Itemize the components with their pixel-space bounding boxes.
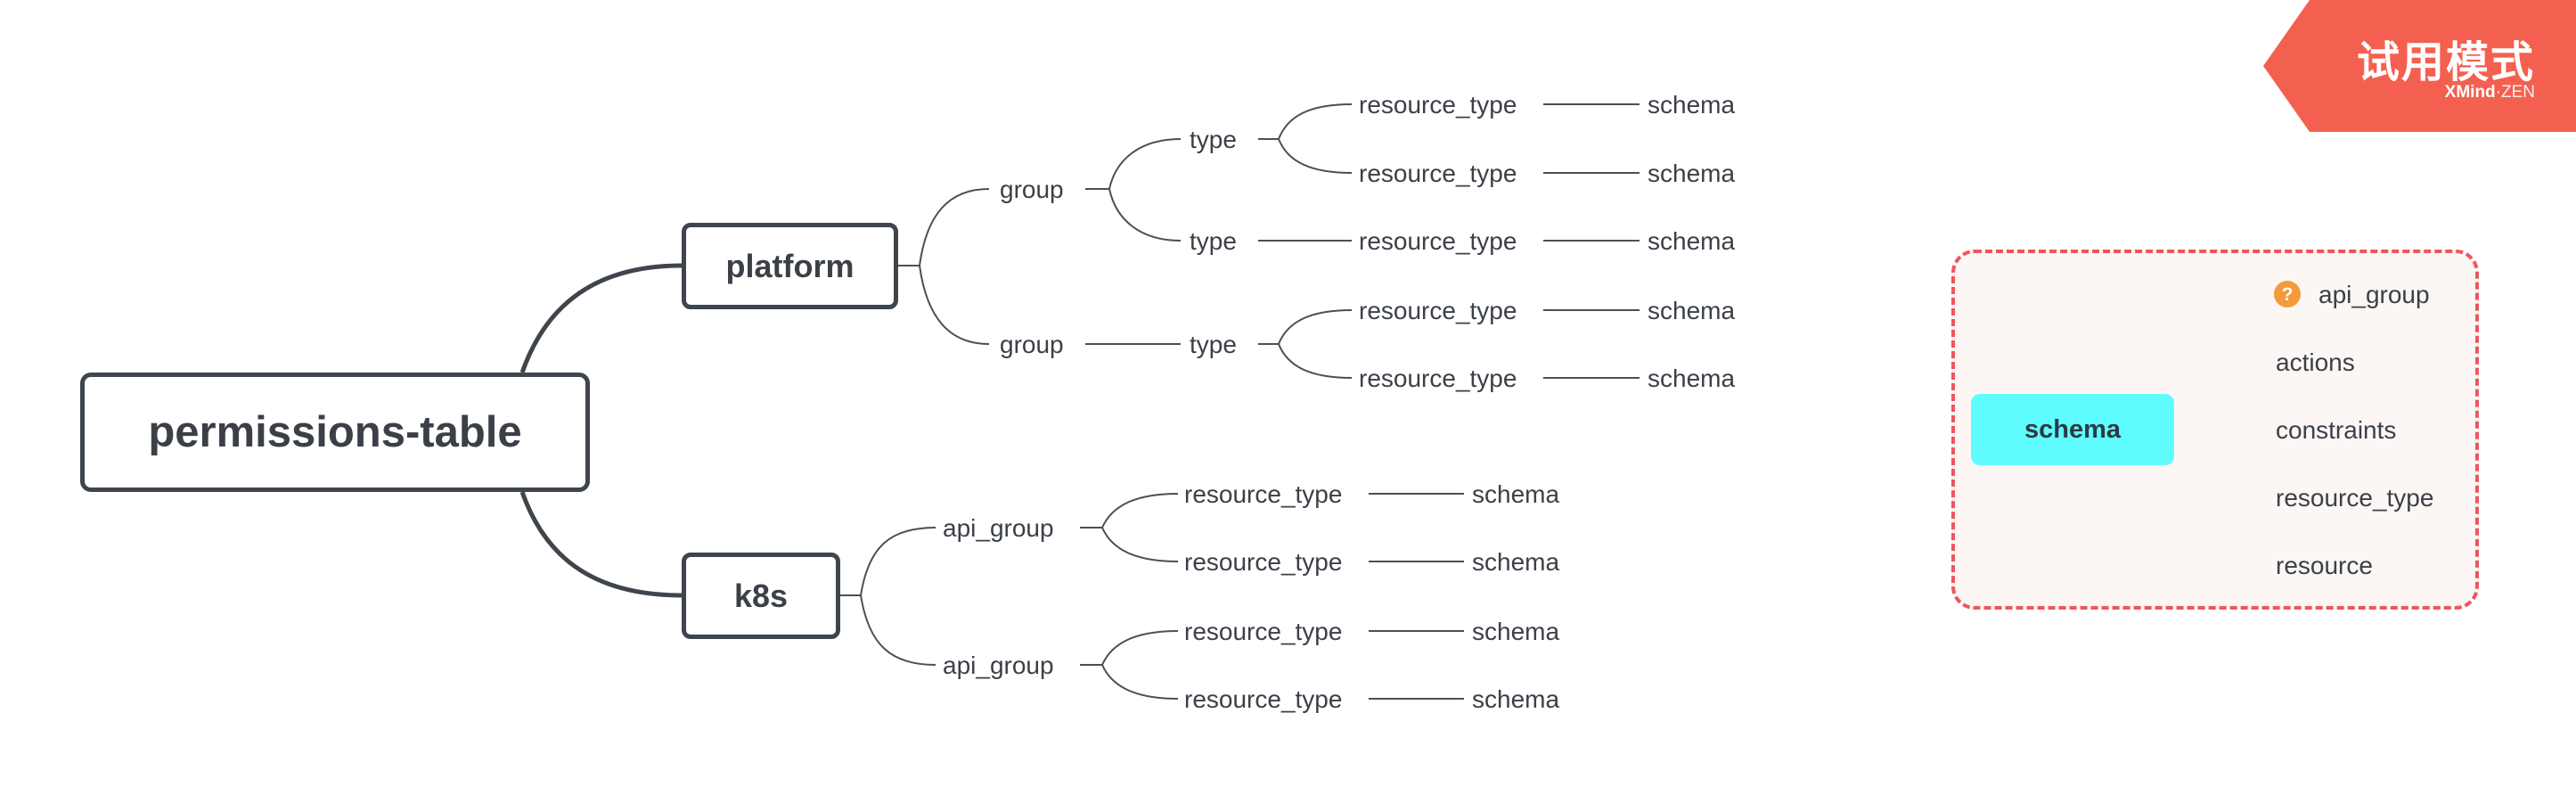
brand-name: XMind [2444, 83, 2496, 102]
api-group-node[interactable]: api_group [943, 514, 1054, 542]
schema-legend-topic[interactable]: schema [1971, 394, 2174, 465]
resource-type-node[interactable]: resource_type [1359, 160, 1517, 187]
resource-type-node[interactable]: resource_type [1184, 480, 1343, 508]
root-topic[interactable]: permissions-table [80, 373, 590, 492]
type-node[interactable]: type [1190, 331, 1237, 358]
resource-type-node[interactable]: resource_type [1359, 365, 1517, 392]
schema-node[interactable]: schema [1648, 91, 1736, 119]
legend-field-resource[interactable]: resource [2276, 552, 2373, 579]
brand-edition: ZEN [2501, 83, 2535, 102]
schema-node[interactable]: schema [1648, 227, 1736, 255]
schema-node[interactable]: schema [1648, 297, 1736, 324]
schema-node[interactable]: schema [1648, 365, 1736, 392]
legend-field-actions[interactable]: actions [2276, 348, 2355, 376]
legend-field-constraints[interactable]: constraints [2276, 416, 2397, 444]
brand-separator: · [2495, 83, 2501, 102]
schema-node[interactable]: schema [1472, 618, 1560, 645]
schema-node[interactable]: schema [1472, 548, 1560, 576]
xmind-zen-brand: XMind·ZEN [2445, 83, 2535, 102]
resource-type-node[interactable]: resource_type [1184, 685, 1343, 713]
resource-type-node[interactable]: resource_type [1359, 297, 1517, 324]
question-icon: ? [2274, 281, 2301, 307]
resource-type-node[interactable]: resource_type [1184, 618, 1343, 645]
schema-node[interactable]: schema [1648, 160, 1736, 187]
trial-mode-label: 试用模式 [2356, 39, 2535, 86]
type-node[interactable]: type [1190, 126, 1237, 153]
type-node[interactable]: type [1190, 227, 1237, 255]
resource-type-node[interactable]: resource_type [1359, 227, 1517, 255]
resource-type-node[interactable]: resource_type [1184, 548, 1343, 576]
legend-field-resource-type[interactable]: resource_type [2276, 484, 2434, 512]
trial-watermark-badge: 试用模式 XMind·ZEN [2263, 0, 2576, 132]
group-node[interactable]: group [1000, 331, 1064, 358]
api-group-node[interactable]: api_group [943, 651, 1054, 679]
schema-node[interactable]: schema [1472, 685, 1560, 713]
branch-platform[interactable]: platform [682, 223, 898, 309]
resource-type-node[interactable]: resource_type [1359, 91, 1517, 119]
group-node[interactable]: group [1000, 176, 1064, 203]
schema-node[interactable]: schema [1472, 480, 1560, 508]
branch-k8s[interactable]: k8s [682, 553, 840, 639]
legend-field-api-group[interactable]: api_group [2318, 281, 2430, 308]
